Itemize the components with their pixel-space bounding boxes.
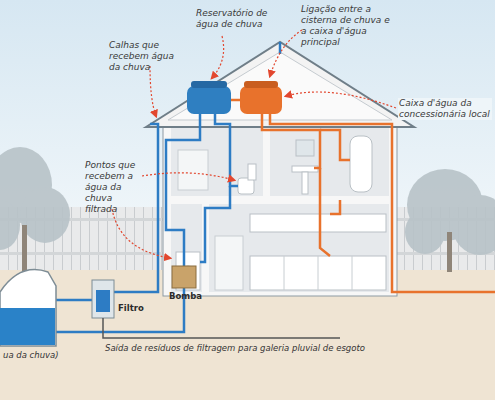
callout-label: Calhas que recebem água da chuva bbox=[108, 40, 180, 73]
callout-label: Pontos que recebem a água da chuva filtr… bbox=[84, 160, 144, 215]
callout-label: Caixa d'água da concessionária local bbox=[398, 98, 492, 120]
callout-label: Reservatório de água de chuva bbox=[195, 8, 269, 30]
callout-label: Ligação entre a cisterna de chuva e a ca… bbox=[300, 4, 398, 48]
caption-note: ua da chuva) bbox=[2, 350, 60, 361]
component-label: Filtro bbox=[117, 303, 145, 314]
caption-note: Saída de resíduos de filtragem para gale… bbox=[104, 343, 366, 354]
component-label: Bomba bbox=[168, 291, 203, 302]
